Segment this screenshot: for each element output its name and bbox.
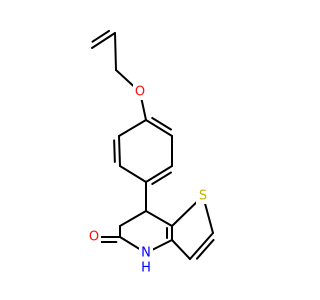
amide-nitrogen-label: N — [141, 246, 151, 261]
bond-th2-c3a — [171, 239, 191, 260]
amide-hydrogen-label: H — [141, 261, 151, 276]
bond-p1-p2 — [118, 119, 147, 137]
molecule-structure-diagram: O S N H O — [87, 29, 215, 276]
ether-oxygen-bg — [133, 84, 147, 100]
atom-labels: O S N H O — [87, 84, 210, 276]
bond-v2-a1 — [114, 32, 117, 71]
bond-c7-c7a — [145, 210, 173, 227]
thiophene-sulfur-bg — [196, 188, 210, 204]
carbonyl-oxygen-label: O — [89, 230, 99, 245]
bond-p2-p3 — [118, 135, 121, 167]
bond-p6-p1 — [145, 119, 173, 137]
double-bond-p2-p3 — [113, 139, 116, 163]
carbonyl-oxygen-bg — [87, 229, 101, 245]
amide-hydrogen-bg — [139, 260, 153, 276]
double-bond-p6-p1 — [151, 116, 172, 131]
bond-th1-th2 — [189, 232, 214, 260]
thiophene-sulfur-label: S — [199, 189, 207, 204]
bond-p4-p5 — [145, 165, 173, 183]
ether-oxygen-label: O — [135, 85, 145, 100]
bond-p3-p4 — [119, 165, 147, 183]
double-bond-v2-v1 — [91, 29, 111, 43]
bond-c7-c6 — [119, 210, 147, 227]
double-bond-th1-th2 — [195, 238, 215, 260]
amide-nitrogen-bg — [139, 245, 153, 261]
double-bond-p4-p5 — [151, 171, 172, 186]
bond-v2-v1 — [91, 32, 116, 49]
